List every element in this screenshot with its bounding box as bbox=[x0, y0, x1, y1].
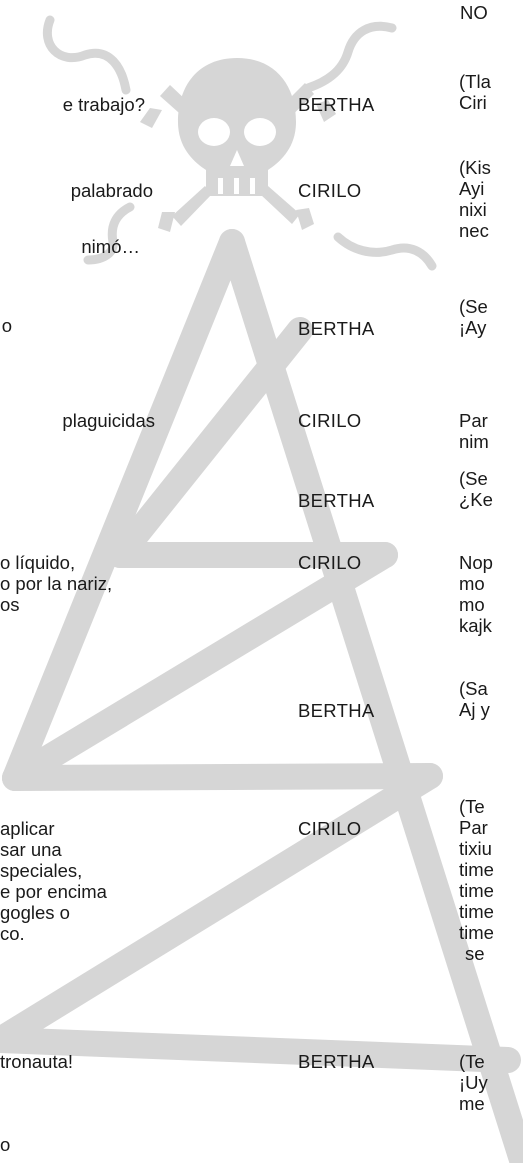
speaker-name: BERTHA bbox=[298, 1051, 375, 1072]
speaker-name: CIRILO bbox=[298, 180, 362, 201]
left-text-8: tronauta! bbox=[0, 1051, 74, 1072]
bone-squiggle-bottom-right-icon bbox=[333, 232, 437, 271]
left-text-1: e trabajo? bbox=[62, 94, 145, 115]
speaker-name: BERTHA bbox=[298, 700, 375, 721]
left-text-3: nimó… bbox=[81, 236, 140, 257]
left-text-2: palabrado bbox=[70, 180, 153, 201]
right-text-5: (Se ¿Ke bbox=[459, 468, 493, 510]
right-text-2: (Kis Ayi nixi nec bbox=[459, 157, 491, 241]
header-fragment: NO bbox=[460, 2, 488, 23]
speaker-name: CIRILO bbox=[298, 410, 362, 431]
speaker-name: BERTHA bbox=[298, 490, 375, 511]
tall-pyramid-icon bbox=[0, 229, 523, 1163]
speaker-name: BERTHA bbox=[298, 318, 375, 339]
left-text-7: aplicar sar una speciales, e por encima … bbox=[0, 818, 107, 944]
left-text-5: plaguicidas bbox=[62, 410, 155, 431]
right-text-1: (Tla Ciri bbox=[459, 71, 491, 113]
bone-squiggle-top-right-icon bbox=[303, 21, 397, 93]
right-text-8: (Te Par tixiu time time time time se bbox=[459, 796, 494, 964]
right-text-4: Par nim bbox=[459, 410, 489, 452]
right-text-9: (Te ¡Uy me bbox=[459, 1051, 488, 1114]
bone-squiggle-top-left-icon bbox=[42, 15, 131, 95]
left-text-4: o bbox=[1, 315, 12, 336]
right-text-6: Nop mo mo kajk bbox=[459, 552, 493, 636]
speaker-name: CIRILO bbox=[298, 818, 362, 839]
left-text-9: o bbox=[0, 1134, 11, 1155]
skull-and-crossbones-icon bbox=[140, 58, 336, 232]
speaker-name: BERTHA bbox=[298, 94, 375, 115]
left-text-6: o líquido, o por la nariz, os bbox=[0, 552, 113, 615]
right-text-3: (Se ¡Ay bbox=[459, 296, 488, 338]
right-text-7: (Sa Aj y bbox=[459, 678, 490, 720]
speaker-name: CIRILO bbox=[298, 552, 362, 573]
bone-squiggle-bottom-left-icon bbox=[83, 202, 135, 265]
